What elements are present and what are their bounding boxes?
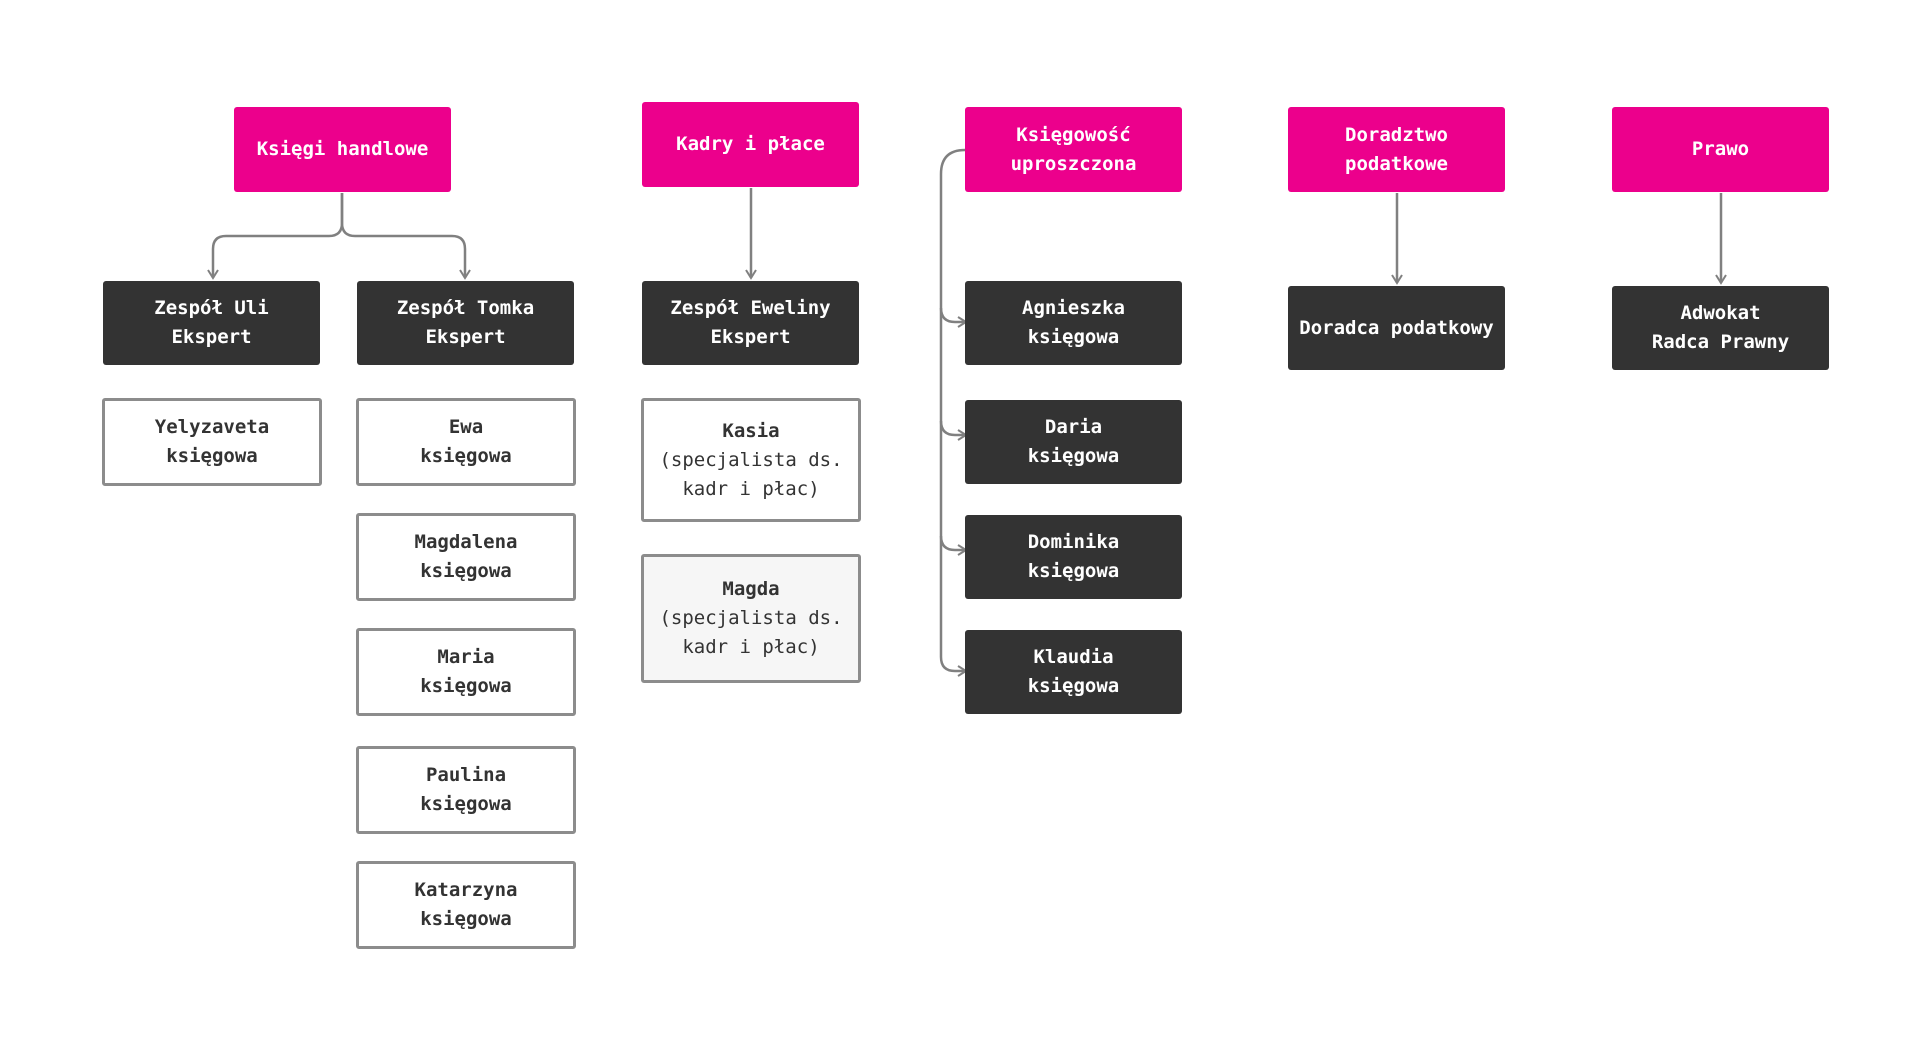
person-role: księgowa [420, 445, 512, 467]
team-zespol-eweliny: Zespół Eweliny Ekspert [642, 281, 859, 365]
person-name: Katarzyna [414, 879, 518, 901]
team-zespol-eweliny-name: Zespół Eweliny [670, 297, 831, 319]
person-role: księgowa [420, 560, 512, 582]
person-role-line1: (specjalista ds. [659, 448, 843, 471]
category-ksiegowosc-uproszczona-line1: Księgowość [1016, 123, 1131, 146]
person-name: Agnieszka [1022, 297, 1125, 319]
category-kadry-i-place: Kadry i płace [642, 102, 859, 187]
team-zespol-uli-role: Ekspert [171, 326, 252, 348]
person-agnieszka: Agnieszka księgowa [965, 281, 1182, 365]
person-maria: Maria księgowa [356, 628, 576, 716]
connector-uproszczona-to-dominika [939, 535, 968, 556]
connector-ksiegi-to-tomka [340, 193, 471, 280]
team-zespol-uli-name: Zespół Uli [154, 297, 269, 319]
person-role: księgowa [1027, 560, 1120, 582]
person-adwokat-radca: Adwokat Radca Prawny [1612, 286, 1829, 370]
person-name: Dominika [1027, 531, 1120, 553]
connector-uproszczona-trunk [939, 148, 968, 677]
category-doradztwo-podatkowe-line2: podatkowe [1345, 152, 1448, 175]
person-ewa: Ewa księgowa [356, 398, 576, 486]
person-role: księgowa [1027, 326, 1120, 348]
person-role: księgowa [1027, 675, 1120, 697]
person-role: księgowa [1027, 445, 1120, 467]
person-name: Magdalena [414, 531, 518, 553]
person-magdalena: Magdalena księgowa [356, 513, 576, 601]
person-role-line1: (specjalista ds. [659, 607, 843, 629]
person-klaudia: Klaudia księgowa [965, 630, 1182, 714]
category-ksiegi-handlowe-label: Księgi handlowe [256, 138, 429, 160]
person-role: księgowa [420, 793, 512, 815]
person-daria: Daria księgowa [965, 400, 1182, 484]
team-zespol-tomka: Zespół Tomka Ekspert [357, 281, 574, 365]
person-dominika: Dominika księgowa [965, 515, 1182, 599]
category-ksiegi-handlowe: Księgi handlowe [234, 107, 451, 192]
person-name: Klaudia [1033, 646, 1114, 668]
person-paulina: Paulina księgowa [356, 746, 576, 834]
person-name: Daria [1044, 416, 1103, 438]
person-name: Paulina [425, 764, 507, 786]
team-zespol-tomka-name: Zespół Tomka [396, 297, 535, 319]
person-role: księgowa [420, 675, 512, 697]
category-kadry-i-place-label: Kadry i płace [676, 133, 825, 155]
person-magda: Magda (specjalista ds. kadr i płac) [641, 554, 861, 683]
person-role-line1: Adwokat [1680, 302, 1761, 324]
person-doradca-podatkowy: Doradca podatkowy [1288, 286, 1505, 370]
connector-uproszczona-to-agnieszka [939, 307, 968, 328]
team-zespol-eweliny-role: Ekspert [710, 326, 791, 348]
category-prawo: Prawo [1612, 107, 1829, 192]
category-doradztwo-podatkowe-line1: Doradztwo [1345, 123, 1448, 146]
person-yelyzaveta: Yelyzaveta księgowa [102, 398, 322, 486]
person-name: Kasia [722, 419, 780, 442]
person-role-line2: kadr i płac) [682, 477, 820, 500]
person-role: księgowa [420, 908, 512, 930]
person-role-line2: Radca Prawny [1651, 331, 1790, 353]
category-ksiegowosc-uproszczona-line2: uproszczona [1010, 152, 1137, 175]
person-role: księgowa [166, 445, 258, 467]
person-katarzyna: Katarzyna księgowa [356, 861, 576, 949]
team-zespol-tomka-role: Ekspert [425, 326, 506, 348]
person-kasia: Kasia (specjalista ds. kadr i płac) [641, 398, 861, 522]
person-name: Yelyzaveta [154, 416, 270, 438]
team-zespol-uli: Zespół Uli Ekspert [103, 281, 320, 365]
connector-ksiegi-to-uli [207, 193, 344, 280]
category-prawo-label: Prawo [1691, 138, 1750, 160]
person-role: Doradca podatkowy [1299, 316, 1494, 339]
person-name: Ewa [448, 416, 484, 438]
person-name: Magda [722, 578, 780, 600]
person-role-line2: kadr i płac) [682, 636, 820, 658]
category-doradztwo-podatkowe: Doradztwo podatkowe [1288, 107, 1505, 192]
category-ksiegowosc-uproszczona: Księgowość uproszczona [965, 107, 1182, 192]
person-name: Maria [437, 646, 495, 668]
connector-uproszczona-to-daria [939, 420, 968, 441]
